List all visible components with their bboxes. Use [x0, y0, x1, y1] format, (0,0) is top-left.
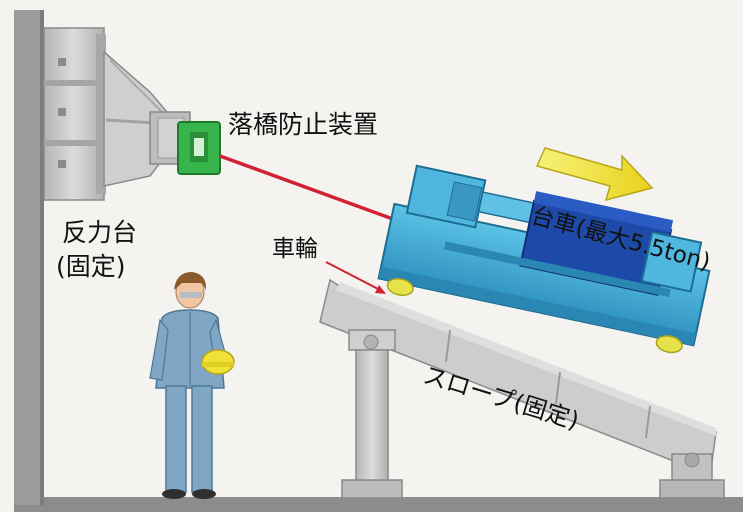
slope-end-pivot	[659, 452, 725, 499]
reaction-frame	[43, 27, 191, 201]
test-cart	[377, 164, 711, 354]
slope-support-column	[341, 329, 403, 499]
direction-arrow-icon	[535, 147, 654, 202]
slope-beam	[319, 278, 717, 463]
fall-prevention-device	[177, 121, 221, 175]
wheel-pointer	[325, 261, 386, 294]
reaction-base-label: 反力台	[62, 218, 138, 247]
reaction-fixed-label: (固定)	[56, 252, 126, 281]
ground	[14, 497, 743, 512]
worker-figure	[149, 272, 235, 499]
fall-prevention-device-label: 落橋防止装置	[228, 110, 379, 139]
restraint-cable	[219, 154, 413, 228]
wall	[14, 10, 44, 505]
wheel-label: 車輪	[272, 236, 318, 262]
